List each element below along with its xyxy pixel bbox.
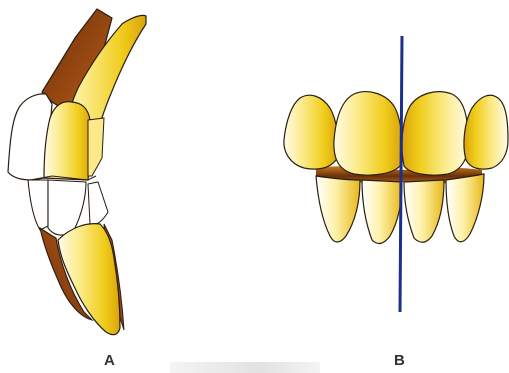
panel-b-frontal-view: [284, 36, 508, 312]
dental-midline: [400, 36, 402, 312]
lower-tooth-3: [404, 180, 444, 242]
lower-tooth-1: [316, 176, 360, 242]
panel-b-label: B: [394, 353, 405, 368]
upper-lateral-incisor-left: [284, 95, 338, 169]
upper-central-incisor-right: [402, 92, 468, 175]
upper-wedge: [88, 118, 104, 176]
upper-lateral-incisor-right: [464, 95, 508, 169]
panel-a-label: A: [104, 353, 115, 368]
lower-tooth-4: [446, 174, 484, 242]
lower-tooth-left: [28, 180, 48, 230]
panel-a-lateral-view: [8, 9, 146, 335]
lower-tooth-2: [362, 180, 402, 243]
lower-notch: [88, 182, 108, 225]
upper-central-incisor-left: [334, 92, 402, 175]
